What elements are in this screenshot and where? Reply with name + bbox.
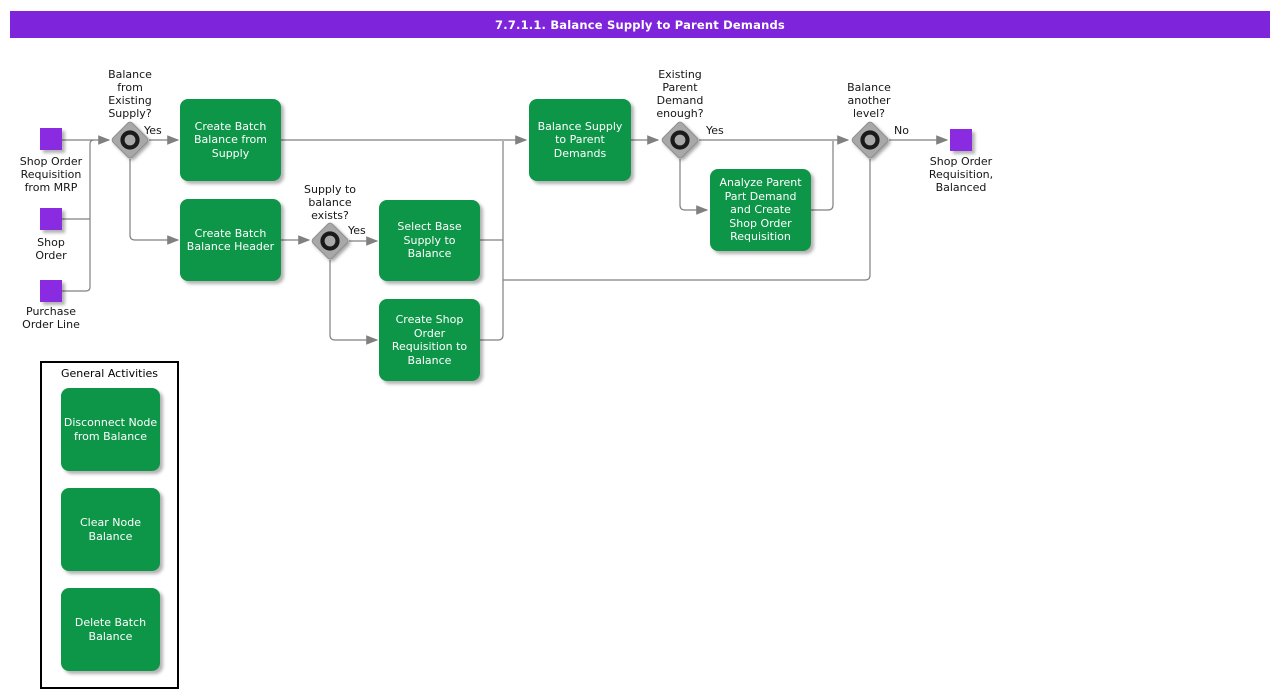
terminal-label-shop-order-requisition-balanced: Shop Order Requisition, Balanced — [928, 155, 994, 194]
decision-ring-icon — [120, 130, 140, 150]
terminal-purchase-order-line[interactable] — [40, 280, 62, 302]
decision-label-supply-to-balance-exists: Supply to balance exists? — [303, 183, 357, 222]
decision-existing-parent-demand-enough[interactable] — [661, 121, 699, 159]
general-activity-disconnect-node-from-balance[interactable]: Disconnect Node from Balance — [61, 388, 160, 471]
connector-decision3-down-to-analyze — [679, 159, 709, 215]
connector-decision1-down-to-create-batch-balance-header — [129, 159, 180, 245]
decision-diamond-shape[interactable] — [111, 121, 149, 159]
activity-balance-supply-to-parent-demands[interactable]: Balance Supply to Parent Demands — [529, 99, 631, 181]
decision-balance-from-existing-supply[interactable] — [111, 121, 149, 159]
terminal-label-shop-order-requisition-from-mrp: Shop Order Requisition from MRP — [19, 155, 83, 194]
terminal-label-purchase-order-line: Purchase Order Line — [22, 305, 80, 331]
branch-label-decision3-yes: Yes — [706, 124, 724, 137]
terminal-label-shop-order: Shop Order — [35, 236, 67, 262]
decision-diamond-shape[interactable] — [311, 222, 349, 260]
decision-label-balance-from-existing-supply: Balance from Existing Supply? — [108, 68, 152, 120]
branch-label-decision4-no: No — [894, 124, 909, 137]
terminal-shop-order-requisition-from-mrp[interactable] — [40, 128, 62, 150]
branch-label-decision2-yes: Yes — [348, 224, 366, 237]
activity-create-batch-balance-header[interactable]: Create Batch Balance Header — [180, 199, 281, 281]
decision-balance-another-level[interactable] — [851, 121, 889, 159]
decision-diamond-shape[interactable] — [661, 121, 699, 159]
decision-diamond-shape[interactable] — [851, 121, 889, 159]
decision-label-existing-parent-demand-enough: Existing Parent Demand enough? — [656, 68, 704, 120]
connector-balance-another-level-loop-back — [503, 159, 871, 281]
connector-analyze-out-up-to-decision4-line — [811, 141, 834, 211]
connector-create-shop-order-requisition-out — [480, 141, 504, 341]
page-title: 7.7.1.1. Balance Supply to Parent Demand… — [495, 17, 785, 32]
activity-select-base-supply-to-balance[interactable]: Select Base Supply to Balance — [379, 200, 480, 281]
decision-ring-icon — [860, 130, 880, 150]
activity-create-shop-order-requisition-to-balance[interactable]: Create Shop Order Requisition to Balance — [379, 299, 480, 381]
general-activities-title: General Activities — [60, 367, 159, 380]
decision-ring-icon — [670, 130, 690, 150]
decision-supply-to-balance-exists[interactable] — [311, 222, 349, 260]
terminal-shop-order[interactable] — [40, 208, 62, 230]
connector-purchase-order-line-join — [62, 139, 95, 292]
branch-label-decision1-yes: Yes — [144, 124, 162, 137]
decision-ring-icon — [320, 231, 340, 251]
diagram-title-bar: 7.7.1.1. Balance Supply to Parent Demand… — [10, 11, 1270, 38]
activity-analyze-parent-part-demand-and-create-shop-order-requisition[interactable]: Analyze Parent Part Demand and Create Sh… — [710, 169, 811, 251]
decision-label-balance-another-level: Balance another level? — [847, 81, 891, 120]
terminal-shop-order-requisition-balanced[interactable] — [950, 129, 972, 151]
connector-decision2-down-to-create-shop-order-requisition — [329, 260, 379, 345]
general-activity-delete-batch-balance[interactable]: Delete Batch Balance — [61, 588, 160, 671]
general-activity-clear-node-balance[interactable]: Clear Node Balance — [61, 488, 160, 571]
activity-create-batch-balance-from-supply[interactable]: Create Batch Balance from Supply — [180, 99, 281, 181]
